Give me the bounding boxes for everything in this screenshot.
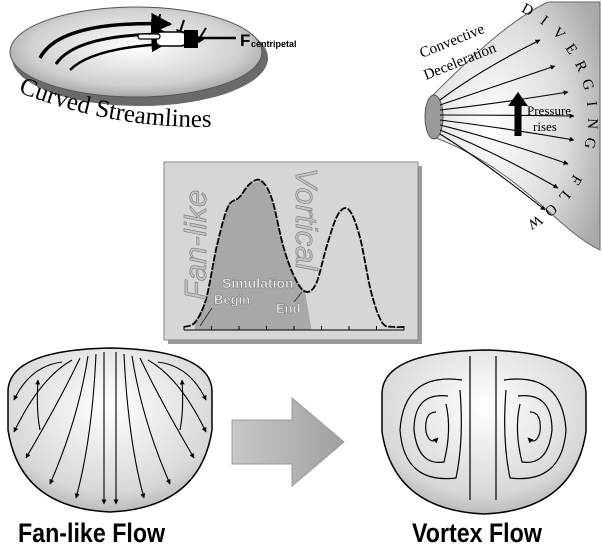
begin-label: Begin <box>214 292 250 307</box>
diverging-flow-letter: N <box>584 118 600 130</box>
diverging-flow-letter: I <box>583 101 599 108</box>
diverging-flow-letter: G <box>580 136 598 150</box>
chart-curve <box>183 178 405 329</box>
pressure-label-line2: rises <box>533 119 557 134</box>
fanlike-streamlines <box>13 352 207 505</box>
pressure-label-line1: Pressure <box>527 103 571 118</box>
simulation-label: Simulation <box>222 275 294 291</box>
rotating-disc <box>9 6 263 98</box>
velocity-arrow-1 <box>154 13 164 31</box>
pointing-hand-icon <box>137 30 198 48</box>
vortex-flow-caption: Vortex Flow <box>412 518 542 548</box>
streamline-outer <box>38 12 173 59</box>
right-vortex <box>503 378 567 480</box>
fanlike-flow-diagram <box>7 347 213 513</box>
diverging-flow-letter: G <box>578 77 596 92</box>
vortex-flow-diagram <box>381 349 587 515</box>
chart-simulation-region <box>195 180 312 330</box>
transition-chart: Fan-like Vortical Simulation Begin End <box>163 161 422 344</box>
left-vortex <box>399 378 463 480</box>
diverging-flow-letter: W <box>524 211 545 233</box>
force-label-main: F <box>240 31 250 50</box>
end-label: End <box>276 301 301 316</box>
force-label-subscript: centripetal <box>251 39 297 49</box>
vortical-regime-label: Vortical <box>289 168 324 271</box>
fanlike-flow-caption: Fan-like Flow <box>18 518 166 548</box>
diverging-streamlines <box>439 39 575 211</box>
fanlike-regime-label: Fan-like <box>178 190 213 300</box>
vortex-cup <box>381 349 587 515</box>
duct-inlet <box>424 94 444 140</box>
fanlike-cup <box>7 347 213 513</box>
pressure-arrow-head <box>508 92 528 106</box>
end-pointer <box>293 291 303 303</box>
begin-pointer <box>199 307 213 327</box>
transition-arrow <box>231 396 345 488</box>
diverging-flow-diagram: Pressure rises Convective Deceleration D… <box>418 1 601 251</box>
streamline-inner <box>69 37 167 71</box>
chart-ticks <box>183 326 405 330</box>
curved-streamlines-diagram: F centripetal Curved Streamlines <box>9 6 297 133</box>
